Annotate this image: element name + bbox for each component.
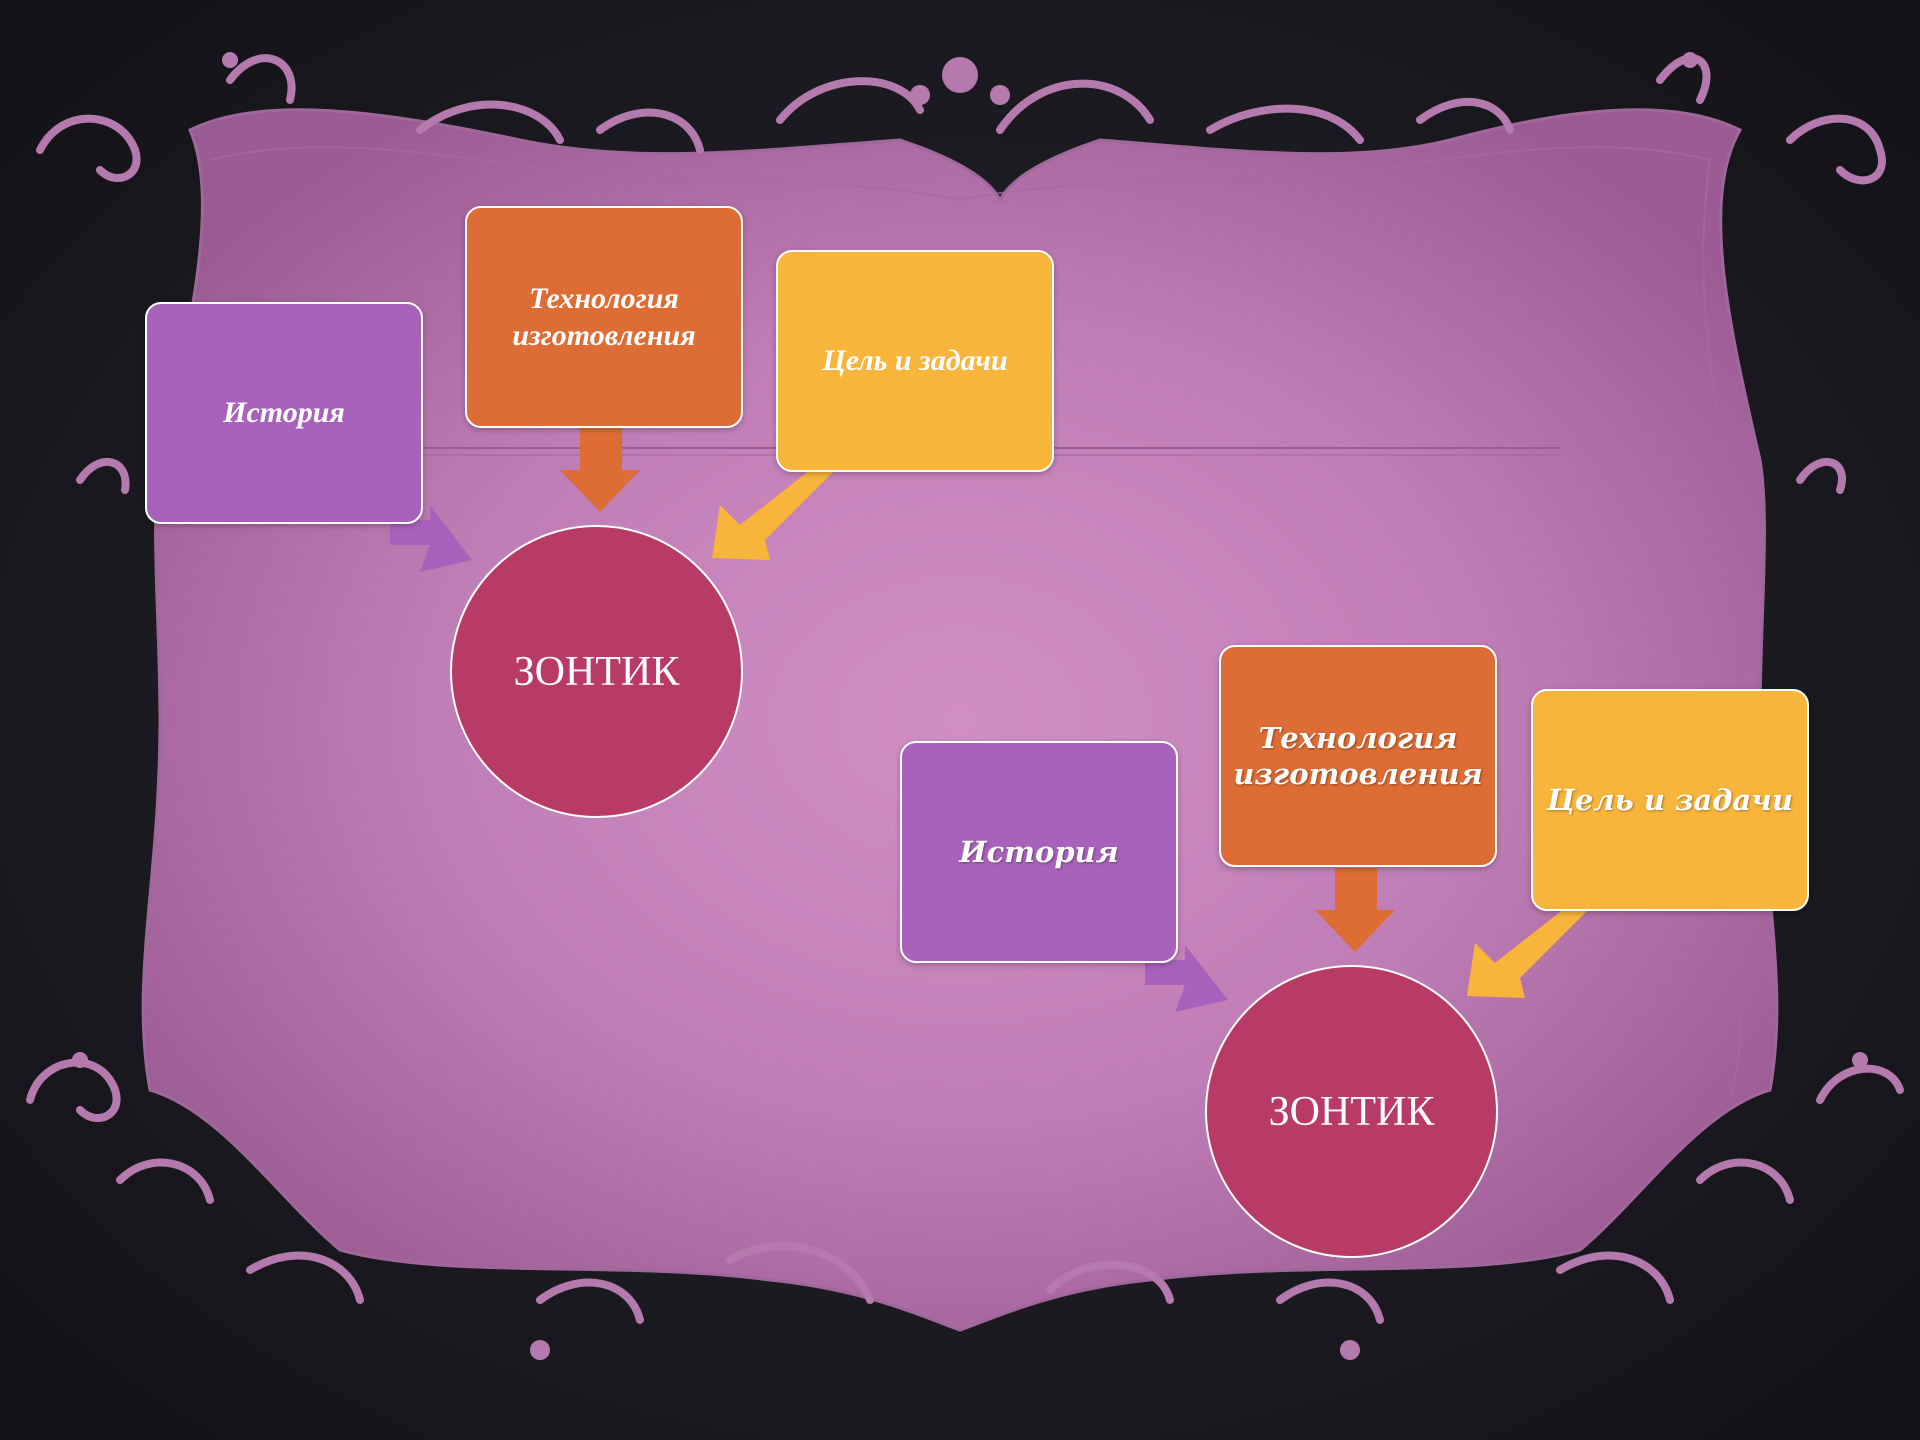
history-box-2: История [900,741,1178,963]
history-label-1: История [223,396,345,430]
center-circle-2: ЗОНТИК [1205,965,1498,1258]
goal-box-1: Цель и задачи [776,250,1054,472]
arrow-technology-1 [560,428,640,512]
arrow-technology-2 [1315,868,1395,952]
technology-label-2: Технология изготовления [1233,720,1483,791]
history-label-2: История [959,834,1119,869]
goal-label-2: Цель и задачи [1546,782,1794,817]
center-label-2: ЗОНТИК [1268,1088,1435,1135]
technology-box-2: Технология изготовления [1219,645,1497,867]
goal-box-2: Цель и задачи [1531,689,1809,911]
arrow-goal-1 [712,470,835,560]
arrow-goal-2 [1467,908,1590,998]
technology-box-1: Технология изготовления [465,206,743,428]
technology-label-1: Технология изготовления [512,281,696,353]
history-box-1: История [145,302,423,524]
center-circle-1: ЗОНТИК [450,525,743,818]
goal-label-1: Цель и задачи [822,344,1008,378]
center-label-1: ЗОНТИК [513,648,680,695]
